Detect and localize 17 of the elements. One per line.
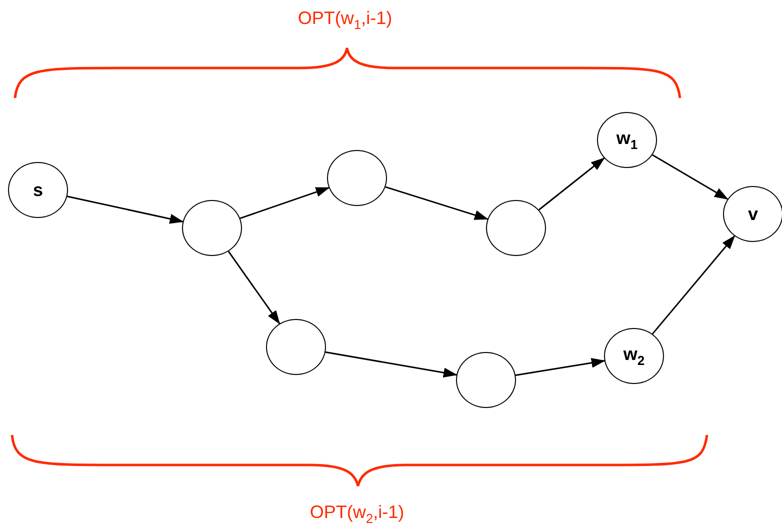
node-circle (597, 112, 657, 168)
node-label: w$_{1}$ (616, 129, 638, 151)
arrow (325, 351, 458, 378)
node-circle (723, 186, 782, 242)
arrow (67, 196, 184, 224)
node-label: w$_{2}$ (623, 345, 645, 367)
arrow (240, 187, 330, 219)
brace-label: OPT(w$_{2}$,i-1) (310, 503, 404, 525)
brace-label: OPT(w$_{1}$,i-1) (298, 9, 392, 31)
arrow (652, 235, 736, 334)
arrow (538, 158, 605, 210)
node-label: s (32, 181, 43, 199)
arrow (385, 186, 489, 220)
node-label: v (748, 205, 758, 223)
arrow (228, 250, 280, 324)
arrow (652, 154, 728, 200)
arrow (515, 358, 606, 376)
